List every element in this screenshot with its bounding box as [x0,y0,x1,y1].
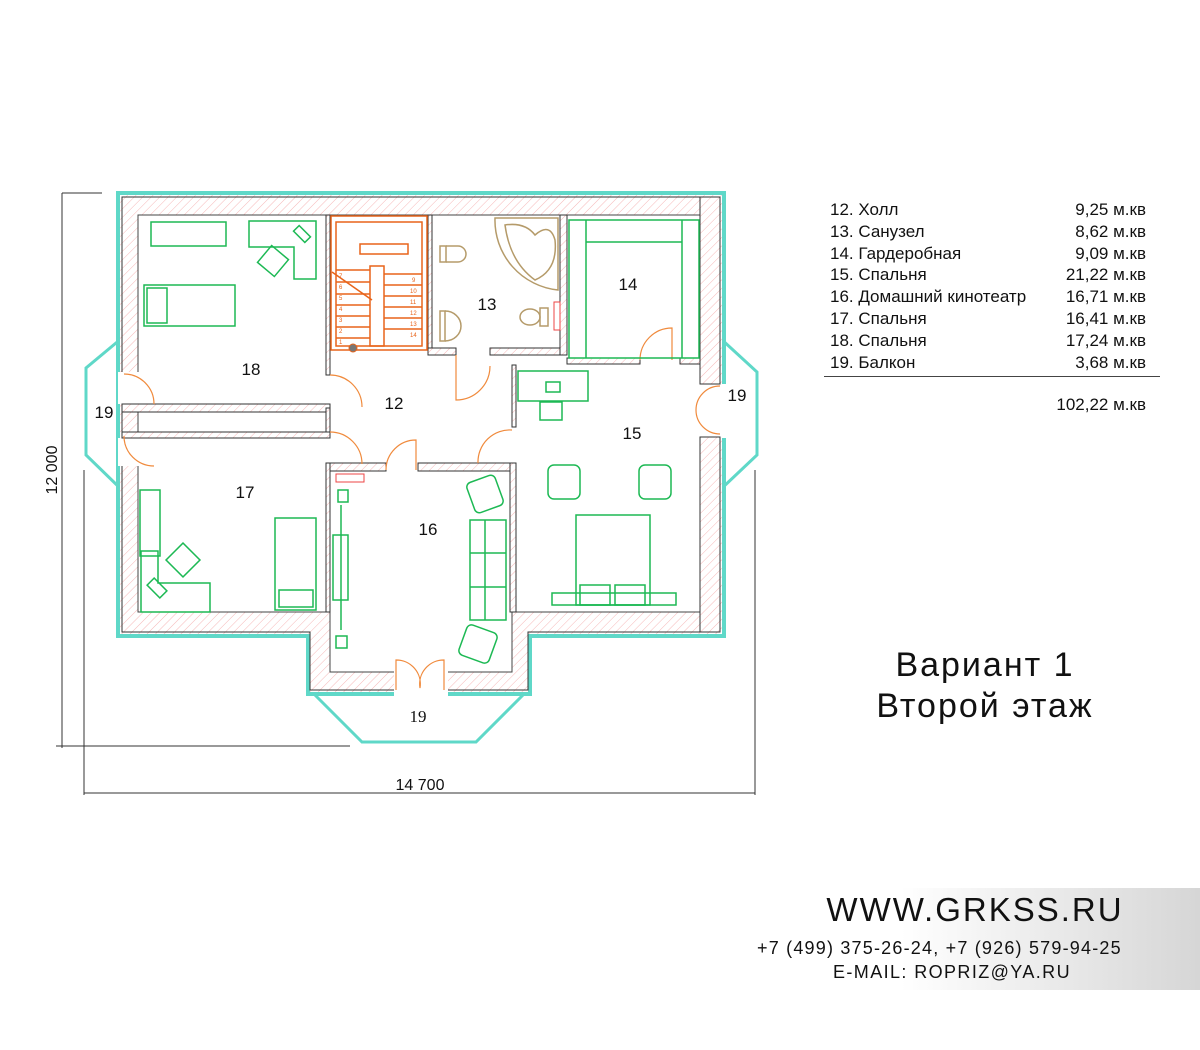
dimension-lines [56,192,756,795]
legend-room-name: 18. Спальня [830,330,927,350]
website-link[interactable]: WWW.GRKSS.RU [826,891,1124,928]
shelf [150,221,227,247]
legend-room-area: 16,41 м.кв [1065,308,1146,328]
legend-row: 14. Гардеробная 9,09 м.кв [830,243,1146,265]
svg-text:3: 3 [339,318,343,324]
plan-title-floor: Второй этаж [876,687,1094,725]
bed [274,517,317,611]
computer [146,577,168,599]
legend-room-area: 17,24 м.кв [1065,330,1146,350]
room-label-14: 14 [619,275,638,294]
phone-numbers: +7 (499) 375-26-24, +7 (926) 579-94-25 [757,938,1122,958]
room-label-19-bottom: 19 [410,707,427,726]
room-label-12: 12 [385,394,404,413]
armchair [458,624,498,664]
room-label-19-left: 19 [95,403,114,422]
legend-total: 102,22 м.кв [1056,395,1146,414]
legend-room-name: 16. Домашний кинотеатр [830,287,1027,307]
doors [123,327,721,690]
shelf [139,489,161,557]
chair [539,401,563,421]
area-legend: 12. Холл 9,25 м.кв 13. Санузел 8,62 м.кв 1… [824,199,1160,414]
room-label-18: 18 [242,360,261,379]
room-label-19-right: 19 [728,386,747,405]
chair [256,244,290,278]
armchair [466,474,504,514]
contact-block: WWW.GRKSS.RU +7 (499) 375-26-24, +7 (926… [740,888,1200,990]
legend-room-area: 3,68 м.кв [1075,352,1146,372]
legend-row: 19. Балкон 3,68 м.кв [830,352,1146,374]
sofa [469,519,507,621]
radiator-icon [335,301,561,483]
legend-room-name: 12. Холл [830,200,899,219]
desk [140,550,211,613]
computer [292,224,312,244]
wardrobe [568,219,700,359]
legend-room-name: 15. Спальня [830,265,927,285]
desk [517,370,589,402]
svg-text:11: 11 [410,300,417,306]
svg-text:12: 12 [410,311,417,317]
room-label-16: 16 [419,520,438,539]
email-address[interactable]: E-MAIL: ROPRIZ@YA.RU [833,962,1071,982]
svg-text:7: 7 [339,274,343,280]
dimension-width: 14 700 [396,777,445,794]
armchair [547,464,581,500]
legend-row: 17. Спальня 16,41 м.кв [830,308,1146,330]
legend-room-area: 21,22 м.кв [1065,265,1146,285]
armchair [638,464,672,500]
legend-room-area: 16,71 м.кв [1065,287,1146,307]
staircase [330,215,428,351]
dimension-height: 12 000 [44,445,61,494]
legend-row: 16. Домашний кинотеатр 16,71 м.кв [830,286,1146,308]
legend-room-name: 17. Спальня [830,308,927,328]
room-label-15: 15 [623,424,642,443]
svg-text:5: 5 [339,296,343,302]
legend-room-name: 13. Санузел [830,221,925,241]
legend-room-area: 8,62 м.кв [1075,221,1146,241]
legend-row: 13. Санузел 8,62 м.кв [830,221,1146,243]
legend-row: 15. Спальня 21,22 м.кв [830,264,1146,286]
svg-text:9: 9 [412,278,416,284]
legend-room-area: 9,09 м.кв [1075,243,1146,263]
interior-walls [121,196,721,633]
svg-text:13: 13 [410,322,417,328]
legend-row: 18. Спальня 17,24 м.кв [830,330,1146,352]
svg-text:1: 1 [339,340,343,346]
furniture [139,219,700,664]
balcony-outlines [84,336,759,744]
room-label-17: 17 [236,483,255,502]
desk [248,220,317,280]
svg-text:2: 2 [339,329,343,335]
legend-row: 12. Холл 9,25 м.кв [830,199,1146,221]
legend-room-area: 9,25 м.кв [1075,200,1146,219]
svg-text:14: 14 [410,333,417,339]
svg-text:4: 4 [339,307,343,313]
plan-title-variant: Вариант 1 [895,646,1075,684]
stair-step-numbers: 1 2 3 4 5 6 7 9 10 11 12 13 14 [339,274,417,346]
svg-text:6: 6 [339,285,343,291]
stair-post-icon [348,343,358,353]
svg-text:10: 10 [410,289,417,295]
legend-room-name: 14. Гардеробная [830,243,962,263]
chair [164,541,202,579]
room-label-13: 13 [478,295,497,314]
legend-room-name: 19. Балкон [830,352,916,372]
bathroom-fixtures [439,217,559,342]
bed [143,284,236,327]
legend-divider [824,376,1160,377]
plan-title: Вариант 1 Второй этаж [850,645,1120,727]
